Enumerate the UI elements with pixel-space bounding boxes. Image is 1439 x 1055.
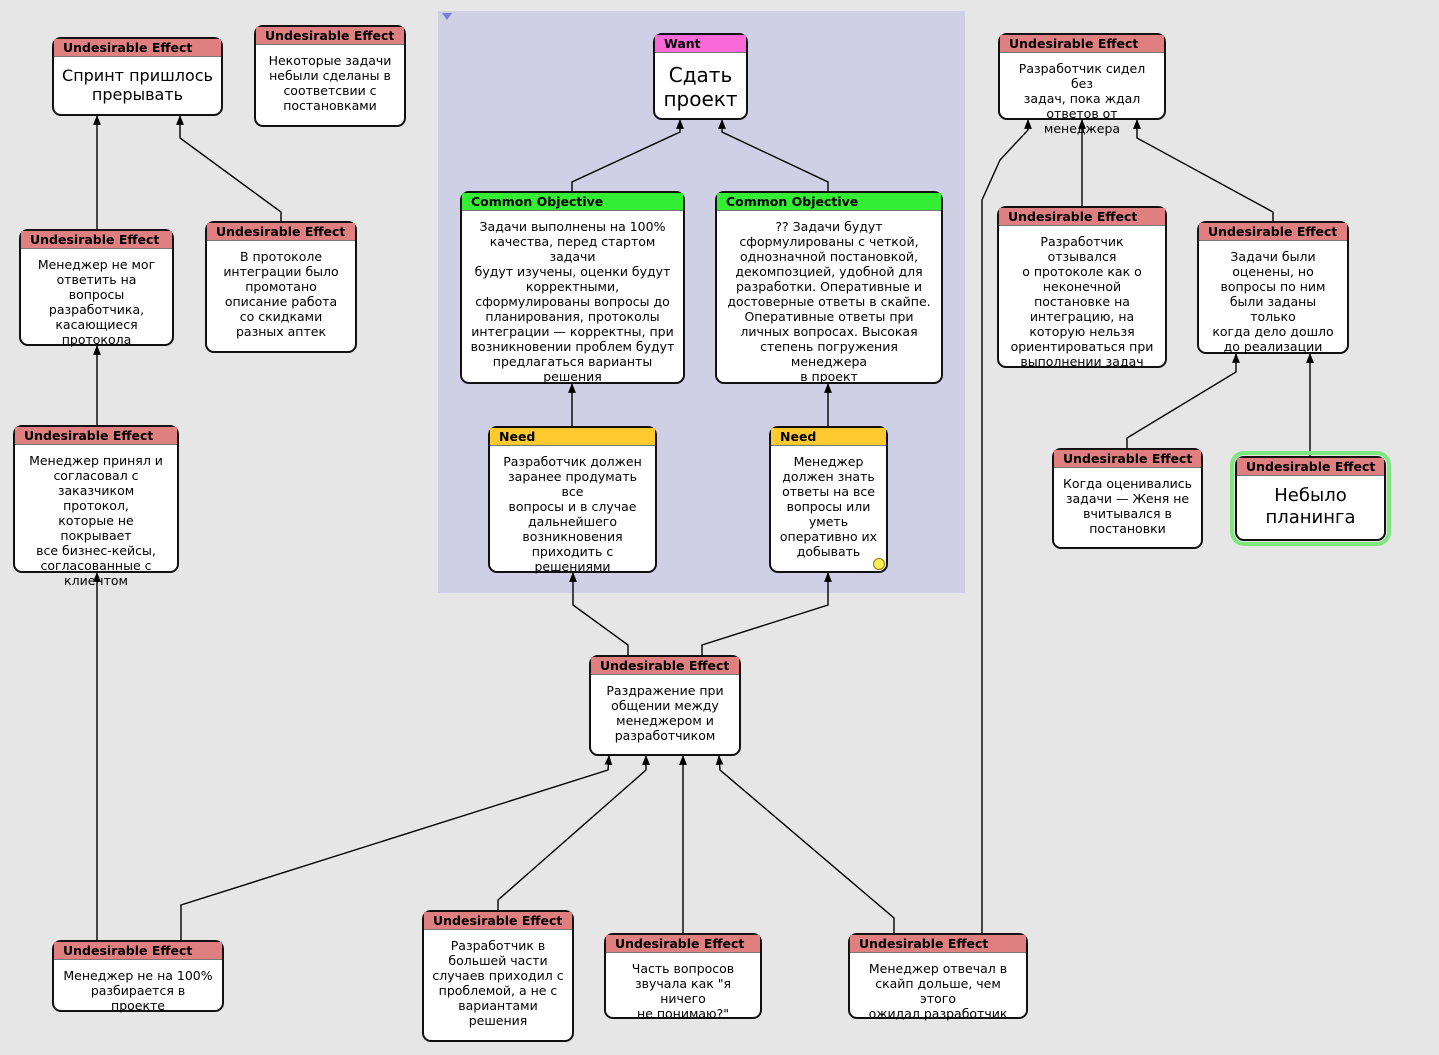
want-header: Want [655, 35, 746, 53]
ue-header: Undesirable Effect [591, 657, 739, 675]
ue-text: Разработчик сидел без задач, пока ждал о… [1018, 61, 1146, 136]
ue-text: В протоколе интеграции было промотано оп… [223, 249, 339, 339]
need-text: Менеджер должен знать ответы на все вопр… [779, 454, 878, 559]
edge-co1-want [571, 119, 684, 191]
need-node-manager[interactable]: Need Менеджер должен знать ответы на все… [769, 426, 888, 573]
ue-header: Undesirable Effect [54, 39, 221, 57]
edge-notfull-irritation [180, 755, 613, 940]
ue-text: Менеджер не мог ответить на вопросы разр… [37, 257, 156, 347]
common-objective-node-clear-tasks[interactable]: Common Objective ?? Задачи будут сформул… [715, 191, 943, 384]
ue-header: Undesirable Effect [424, 912, 572, 930]
common-objective-header: Common Objective [462, 193, 683, 211]
ue-text: Разработчик отзывался о протоколе как о … [1010, 234, 1154, 369]
ue-header: Undesirable Effect [15, 427, 177, 445]
common-objective-text: ?? Задачи будут сформулированы с четкой,… [727, 219, 931, 384]
ue-header: Undesirable Effect [21, 231, 172, 249]
ue-node-developer-feedback-protocol[interactable]: Undesirable Effect Разработчик отзывался… [997, 206, 1167, 369]
edge-irritation-need2 [701, 572, 832, 655]
ue-header: Undesirable Effect [999, 208, 1165, 226]
ue-node-tasks-not-per-spec[interactable]: Undesirable Effect Некоторые задачи небы… [254, 25, 406, 127]
ue-node-no-planning[interactable]: Undesirable Effect Небыло планинга [1230, 451, 1391, 546]
ue-text: Когда оценивались задачи — Женя не вчиты… [1063, 476, 1192, 536]
common-objective-text: Задачи выполнены на 100% качества, перед… [470, 219, 675, 384]
ue-text: Некоторые задачи небыли сделаны в соотве… [268, 53, 392, 113]
want-text: Сдать проект [663, 63, 738, 111]
ue-node-tasks-estimated-late-questions[interactable]: Undesirable Effect Задачи были оценены, … [1197, 221, 1349, 354]
ue-node-manager-could-not-answer[interactable]: Undesirable Effect Менеджер не мог ответ… [19, 229, 174, 347]
ue-text: Раздражение при общении между менеджером… [606, 683, 724, 743]
ue-header: Undesirable Effect [256, 27, 404, 45]
ue-text: Спринт пришлось прерывать [62, 66, 213, 104]
ue-text: Менеджер не на 100% разбирается в проект… [63, 968, 213, 1013]
collapse-triangle-icon[interactable] [442, 13, 452, 20]
edge-irritation-need1 [569, 572, 629, 655]
ue-node-manager-slow-skype[interactable]: Undesirable Effect Менеджер отвечал в ск… [848, 933, 1028, 1021]
ue-node-estimation-not-read[interactable]: Undesirable Effect Когда оценивались зад… [1052, 448, 1203, 549]
ue-header: Undesirable Effect [1054, 450, 1201, 468]
ue-node-manager-agreed-protocol[interactable]: Undesirable Effect Менеджер принял и сог… [13, 425, 179, 588]
ue-node-protocol-missing-discounts[interactable]: Undesirable Effect В протоколе интеграци… [205, 221, 357, 353]
ue-text: Часть вопросов звучала как "я ничего не … [631, 961, 735, 1021]
ue-node-irritation[interactable]: Undesirable Effect Раздражение при общен… [589, 655, 741, 756]
edge-skype-devidle [981, 119, 1032, 933]
ue-node-manager-not-fully-understands[interactable]: Undesirable Effect Менеджер не на 100% р… [52, 940, 224, 1013]
ue-header: Undesirable Effect [1237, 458, 1384, 476]
ue-text: Задачи были оценены, но вопросы по ним б… [1212, 249, 1334, 354]
edge-co2-want [718, 119, 829, 191]
ue-node-questions-sound-confused[interactable]: Undesirable Effect Часть вопросов звучал… [604, 933, 762, 1021]
edge-estread-estimated [1126, 353, 1240, 448]
ue-header: Undesirable Effect [1000, 35, 1164, 53]
common-objective-header: Common Objective [717, 193, 941, 211]
want-node-deliver-project[interactable]: Want Сдать проект [653, 33, 748, 120]
edge-protocol-sprint [176, 115, 282, 221]
ue-header: Undesirable Effect [207, 223, 355, 241]
need-node-developer[interactable]: Need Разработчик должен заранее продумат… [488, 426, 657, 574]
ue-text: Небыло планинга [1265, 485, 1356, 528]
need-header: Need [771, 428, 886, 446]
note-indicator-icon[interactable] [873, 558, 885, 570]
edge-skype-irritation [715, 755, 895, 933]
ue-header: Undesirable Effect [606, 935, 760, 953]
ue-text: Менеджер отвечал в скайп дольше, чем это… [868, 961, 1008, 1021]
ue-header: Undesirable Effect [1199, 223, 1347, 241]
ue-node-developer-idle[interactable]: Undesirable Effect Разработчик сидел без… [998, 33, 1166, 136]
common-objective-node-quality[interactable]: Common Objective Задачи выполнены на 100… [460, 191, 685, 384]
ue-text: Менеджер принял и согласовал с заказчико… [29, 453, 163, 588]
edge-devproblem-irritation [497, 755, 650, 910]
ue-text: Разработчик в большей части случаев прих… [432, 938, 564, 1028]
need-text: Разработчик должен заранее продумать все… [503, 454, 642, 574]
ue-header: Undesirable Effect [850, 935, 1026, 953]
need-header: Need [490, 428, 655, 446]
ue-node-sprint-interrupted[interactable]: Undesirable Effect Спринт пришлось преры… [52, 37, 223, 116]
ue-header: Undesirable Effect [54, 942, 222, 960]
ue-node-developer-brings-problems[interactable]: Undesirable Effect Разработчик в большей… [422, 910, 574, 1042]
edge-estimated-devidle [1133, 119, 1274, 221]
